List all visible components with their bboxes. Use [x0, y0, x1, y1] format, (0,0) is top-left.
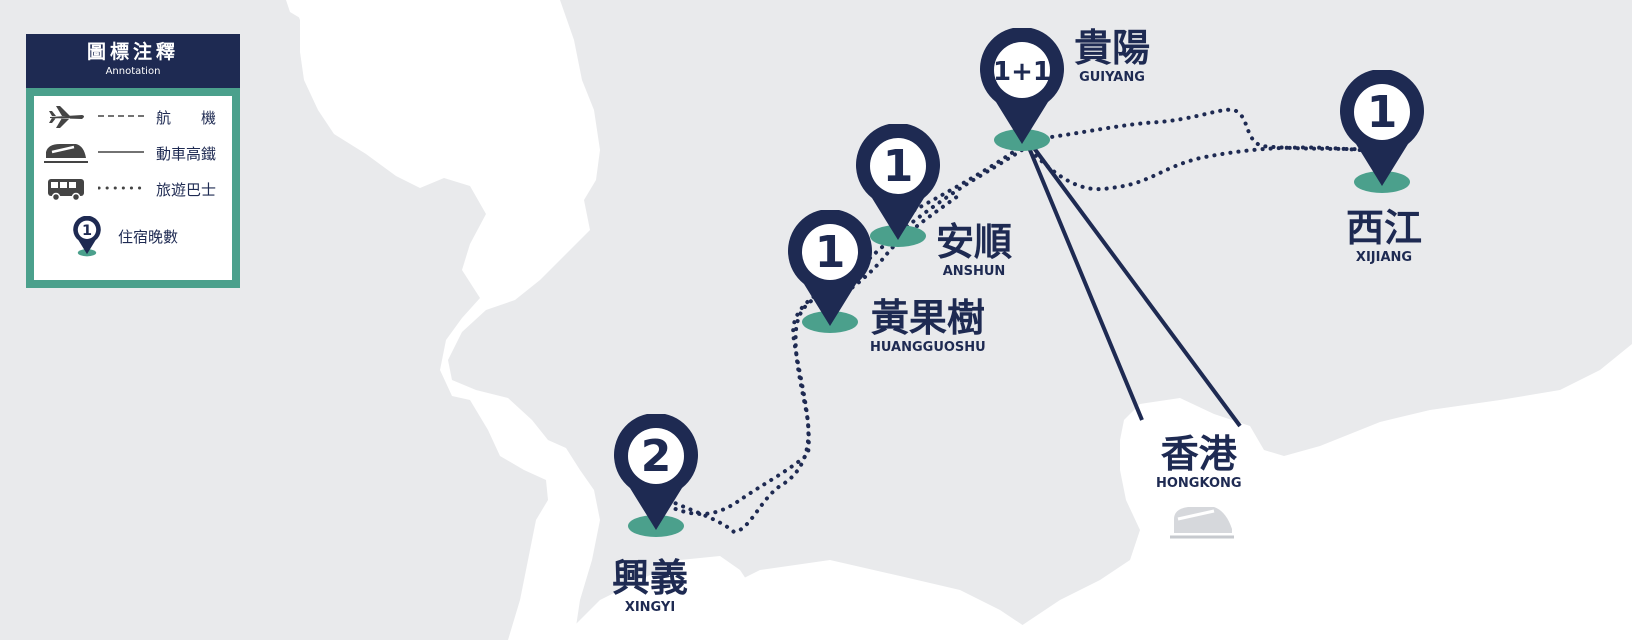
- city-name-en: HUANGGUOSHU: [870, 340, 986, 355]
- city-name-zh: 興義: [612, 556, 689, 600]
- city-label-hongkong: 香港 HONGKONG: [1156, 434, 1242, 492]
- airplane-icon: [49, 106, 84, 128]
- dashed-line-sample: [98, 115, 144, 117]
- high-speed-train-icon: [44, 144, 88, 163]
- map-pin-icon: 1: [73, 216, 101, 257]
- legend-item-train: 動車高鐵: [34, 138, 232, 168]
- city-name-en: HONGKONG: [1156, 476, 1242, 491]
- bus-route-guiyang-xijiang-north: [1026, 107, 1382, 152]
- legend-header: 圖標注釋 Annotation: [26, 34, 240, 88]
- city-name-zh: 西江: [1346, 206, 1423, 250]
- city-name-en: XIJIANG: [1355, 250, 1413, 265]
- pin-guiyang: 1+1: [980, 28, 1064, 151]
- dotted-line-sample: [98, 186, 144, 190]
- bus-route-guiyang-xijiang-south: [1028, 145, 1388, 192]
- city-name-zh: 黃果樹: [870, 296, 985, 340]
- legend-item-flight: 航 機: [34, 102, 232, 132]
- solid-line-sample: [98, 151, 144, 153]
- rail-line-guiyang-hongkong-east: [1032, 146, 1242, 428]
- city-label-huangguoshu: 黃果樹 HUANGGUOSHU: [870, 298, 986, 356]
- land-north-strip: [286, 0, 300, 18]
- city-label-xingyi: 興義 XINGYI: [612, 558, 688, 616]
- legend-label-flight: 航 機: [156, 109, 217, 127]
- pin-nights-guiyang: 1+1: [993, 57, 1051, 87]
- city-label-anshun: 安順 ANSHUN: [936, 222, 1012, 280]
- land-xingyi-coast: [560, 556, 760, 640]
- city-name-en: XINGYI: [624, 600, 676, 615]
- rail-line-guiyang-hongkong-west: [1028, 149, 1144, 421]
- legend-item-nights: 1 住宿晚數: [34, 216, 232, 260]
- legend-body: 航 機 動車高鐵: [34, 96, 232, 280]
- city-name-zh: 安順: [936, 220, 1013, 264]
- pin-nights-anshun: 1: [883, 141, 914, 192]
- high-speed-train-icon: [1170, 507, 1234, 539]
- land-west: [292, 0, 600, 640]
- bus-route-xingyi-huangguoshu: [666, 290, 830, 535]
- pin-huangguoshu: 1: [788, 210, 872, 333]
- legend: 圖標注釋 Annotation 航 機: [26, 34, 240, 288]
- legend-label-nights: 住宿晚數: [118, 228, 179, 246]
- pin-xijiang: 1: [1340, 70, 1424, 193]
- city-name-en: ANSHUN: [942, 264, 1006, 279]
- land-southeast: [1000, 344, 1632, 640]
- legend-label-train: 動車高鐵: [156, 145, 217, 163]
- legend-pin-number: 1: [82, 223, 92, 239]
- legend-item-bus: 旅遊巴士: [34, 174, 232, 204]
- pin-anshun: 1: [856, 124, 940, 247]
- pin-nights-huangguoshu: 1: [815, 227, 846, 278]
- city-label-xijiang: 西江 XIJIANG: [1346, 208, 1422, 266]
- city-name-zh: 貴陽: [1074, 26, 1151, 70]
- legend-title: 圖標注釋: [86, 41, 179, 63]
- land-south-mid: [650, 560, 1040, 640]
- city-name-en: GUIYANG: [1079, 70, 1145, 85]
- city-name-zh: 香港: [1160, 432, 1237, 476]
- bus-icon: [48, 179, 84, 202]
- legend-label-bus: 旅遊巴士: [156, 181, 217, 199]
- pin-nights-xingyi: 2: [641, 431, 672, 482]
- city-label-guiyang: 貴陽 GUIYANG: [1074, 28, 1150, 86]
- pin-nights-xijiang: 1: [1367, 87, 1398, 138]
- legend-subtitle: Annotation: [105, 66, 161, 77]
- pin-xingyi: 2: [614, 414, 698, 537]
